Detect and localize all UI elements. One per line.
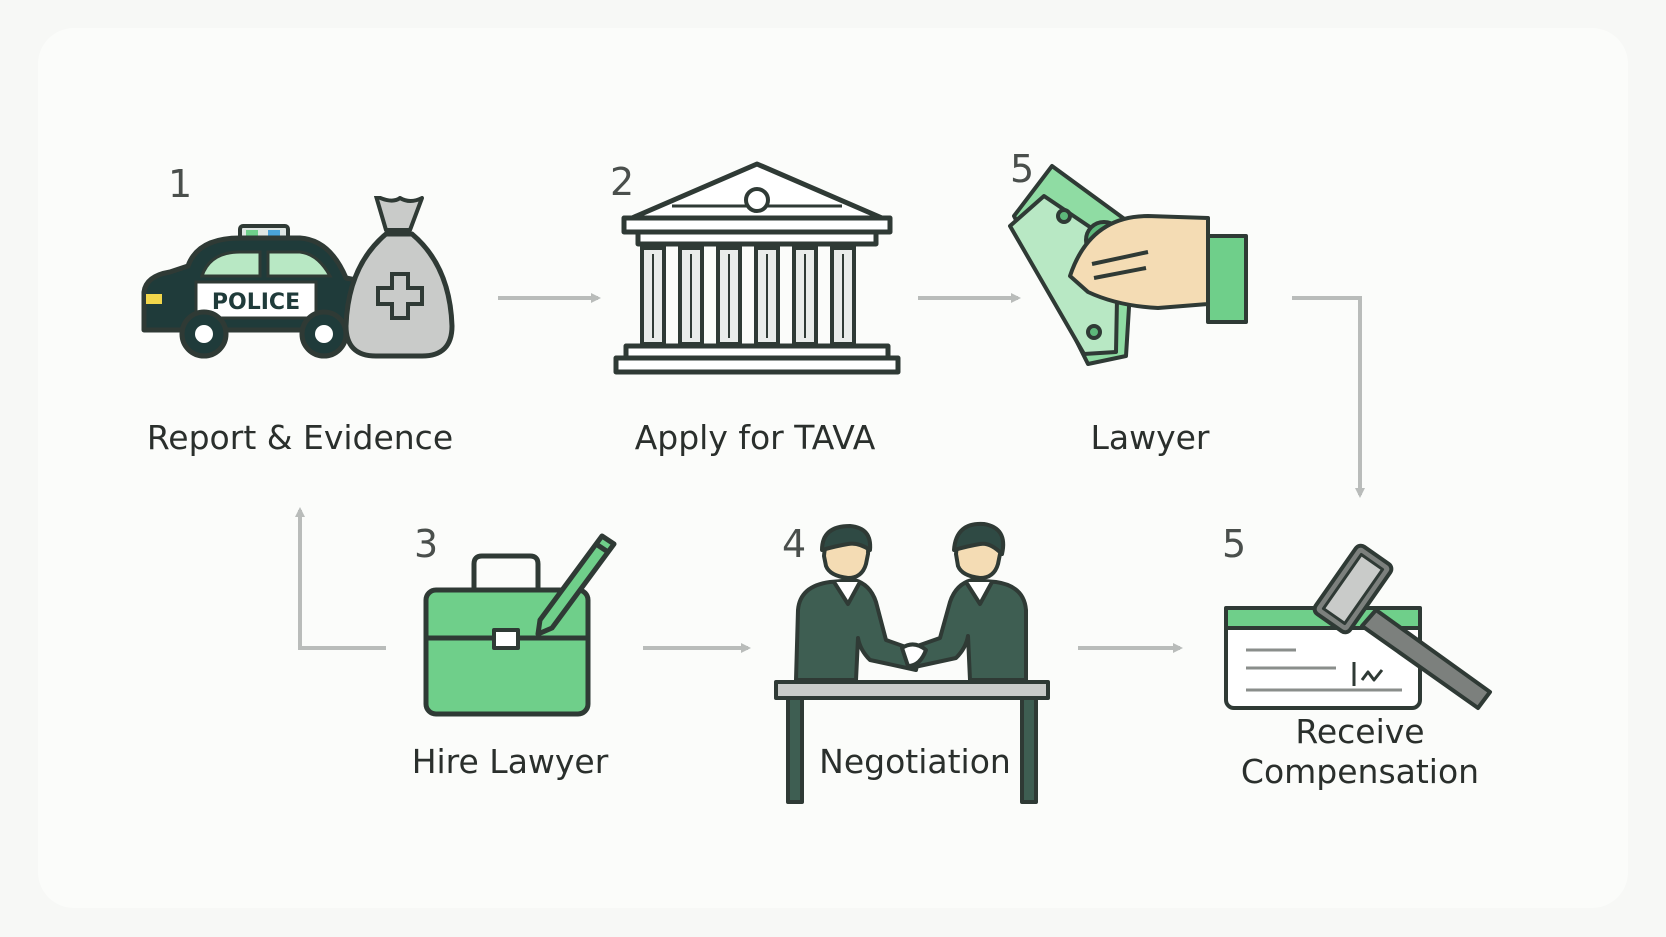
courthouse-icon [613,161,901,375]
hand-with-cash-icon [1008,164,1248,366]
step-number: 5 [1010,147,1035,191]
step-number: 4 [782,522,807,566]
step-label: Apply for TAVA [634,418,876,457]
step-label: Hire Lawyer [411,742,609,781]
step-number: 3 [414,522,439,566]
step-label: Receive Compensation [1200,712,1520,791]
step-label-line: Receive [1295,712,1425,751]
step-number: 1 [168,162,193,206]
handshake-at-table-icon [774,521,1050,804]
step-label: Lawyer [1090,418,1210,457]
police-car-icon: POLICE [141,196,455,359]
gavel-and-check-icon [1224,543,1492,710]
step-label-line: Compensation [1240,751,1480,791]
police-text: POLICE [212,290,300,315]
step-label: Report & Evidence [146,418,454,457]
briefcase-with-pen-icon [423,533,617,717]
diagram-panel [38,28,1628,908]
step-label: Negotiation [819,742,1011,781]
step-number: 5 [1222,522,1247,566]
step-number: 2 [610,160,635,204]
